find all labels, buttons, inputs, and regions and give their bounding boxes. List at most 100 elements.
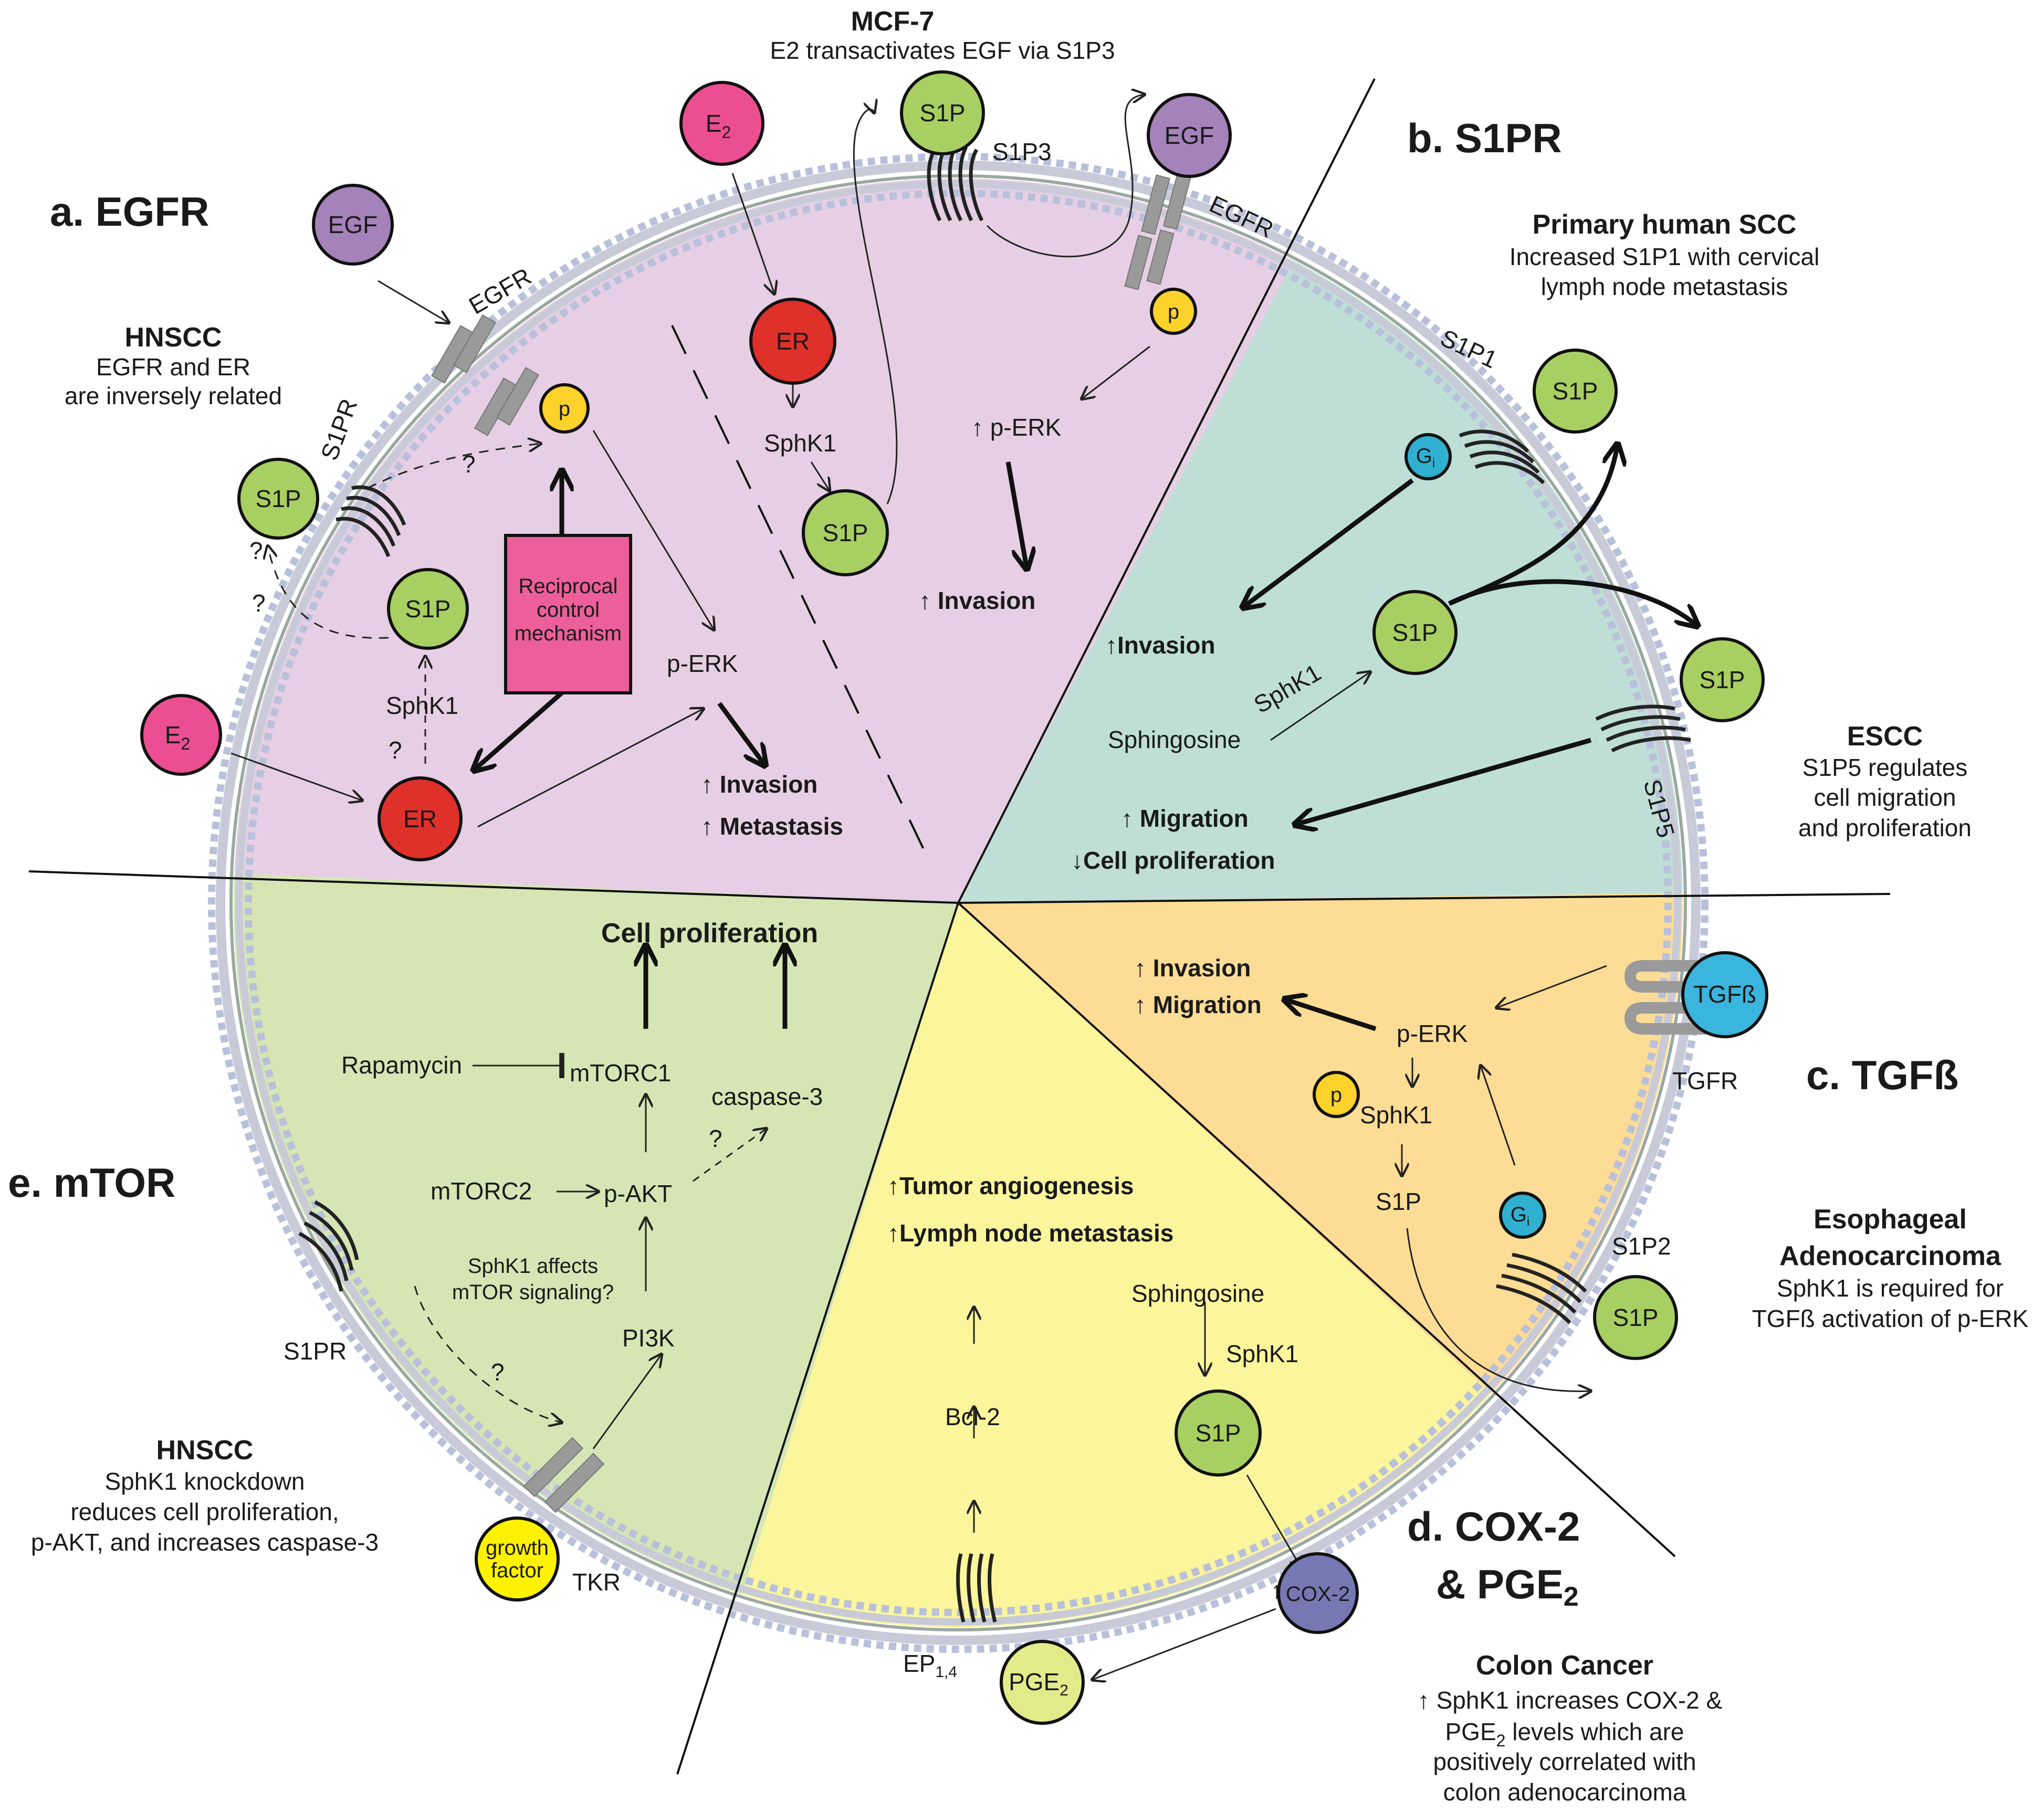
hnscc-e-line1: SphK1 knockdown (104, 1468, 305, 1495)
pge2-node (1000, 1640, 1085, 1725)
s1p-node-mcf7 (900, 70, 985, 155)
p-node-a (539, 383, 590, 434)
tgfr-receptor-top (1624, 960, 1706, 993)
pge2-label: PGE2 (1009, 1668, 1068, 1699)
perk-label-c: p-ERK (1397, 1020, 1468, 1047)
s1p-node-a1 (237, 458, 319, 540)
e2-node-mcf7 (679, 81, 764, 166)
sphk1-label-a: SphK1 (386, 692, 458, 719)
e2-label-mcf7: E2 (706, 110, 731, 142)
egf-node-a (312, 184, 394, 266)
p-node-mcf7 (1150, 288, 1197, 335)
mtorc1-label: mTORC1 (570, 1059, 671, 1087)
cox2-node (1277, 1552, 1359, 1634)
invasion-label-mcf7: ↑ Invasion (919, 587, 1035, 614)
tkr-label: TKR (572, 1568, 621, 1596)
migration-label-c: ↑ Migration (1134, 991, 1262, 1018)
reciprocal-label-1: Reciprocal (519, 575, 618, 598)
egf-label-a: EGF (328, 211, 378, 238)
sphingosine-label-b: Sphingosine (1108, 726, 1241, 753)
egf-label-mcf7: EGF (1165, 122, 1214, 149)
s1p-node-mcf7-2 (802, 489, 889, 576)
e2-label-a: E2 (165, 721, 190, 753)
question-e1: ? (709, 1125, 722, 1152)
s1p2-label: S1P2 (1612, 1232, 1671, 1260)
lymph-meta-label: ↑Lymph node metastasis (887, 1219, 1173, 1247)
s1p-label-mcf7: S1P (920, 99, 966, 127)
perk-label-mcf7: ↑ p-ERK (971, 414, 1062, 441)
sphk1-affects-2: mTOR signaling? (452, 1281, 614, 1304)
egf-node-mcf7 (1147, 93, 1232, 178)
tgfb-node (1681, 951, 1768, 1038)
cell-prolif-label-e: Cell proliferation (601, 918, 818, 949)
er-node-a (378, 776, 463, 861)
invasion-label-c: ↑ Invasion (1134, 954, 1251, 982)
reciprocal-label-3: mechanism (515, 622, 622, 645)
gi-label-c: Gi (1511, 1203, 1529, 1229)
er-label-a: ER (403, 805, 437, 833)
question-a4: ? (389, 736, 402, 764)
s1pr-label-e: S1PR (284, 1337, 347, 1365)
arrows (230, 94, 1696, 1680)
escc-line3: and proliferation (1798, 814, 1972, 841)
pakt-label: p-AKT (604, 1180, 672, 1207)
scc-line2: lymph node metastasis (1541, 273, 1788, 300)
escc-title: ESCC (1847, 721, 1923, 752)
colon-line4: colon adenocarcinoma (1443, 1778, 1686, 1806)
tumor-angio-label: ↑Tumor angiogenesis (887, 1172, 1134, 1199)
s1p-node-c (1593, 1275, 1678, 1360)
hnscc-a-line1: EGFR and ER (96, 353, 250, 381)
s1p-node-d (1175, 1389, 1262, 1477)
question-e2: ? (491, 1358, 505, 1386)
sphk1-label-c: SphK1 (1360, 1101, 1432, 1129)
s1p-label-a1: S1P (256, 485, 301, 512)
p-node-c (1313, 1071, 1360, 1118)
er-node-mcf7 (749, 298, 836, 385)
nodes (140, 70, 1768, 1725)
cox2-label: COX-2 (1286, 1583, 1350, 1606)
hnscc-a-line2: are inversely related (65, 382, 282, 409)
colon-line3: positively correlated with (1433, 1748, 1696, 1775)
heading-s1pr: b. S1PR (1407, 115, 1562, 161)
p-label-a: p (559, 397, 570, 420)
annotations: MCF-7 E2 transactivates EGF via S1P3 HNS… (31, 6, 2029, 1806)
er-label-mcf7: ER (776, 328, 810, 355)
s1p3-label: S1P3 (992, 138, 1052, 165)
migration-label-b: ↑ Migration (1121, 805, 1249, 832)
mcf7-title: MCF-7 (851, 6, 935, 37)
gi-label-b: Gi (1416, 445, 1435, 470)
cox2-up-arrow: ↑ (1271, 1576, 1283, 1604)
heading-tgfb: c. TGFß (1806, 1052, 1958, 1098)
reciprocal-control-box (504, 534, 632, 694)
s1p-node-b1 (1533, 349, 1618, 434)
sphingosine-label-d: Sphingosine (1131, 1280, 1264, 1307)
escc-line1: S1P5 regulates (1802, 754, 1968, 781)
e2-node-a (140, 694, 222, 776)
egfr-receptors (431, 169, 1193, 1513)
s1p-label-d: S1P (1196, 1419, 1241, 1447)
gi-node-b (1404, 433, 1452, 480)
pathway-labels: EGFR S1PR ? ? ? SphK1 ? p-ERK ↑ Invasion… (249, 138, 1738, 1681)
cell-membrane (208, 153, 1708, 1653)
hnscc-a-title: HNSCC (125, 322, 222, 353)
question-a1: ? (462, 450, 476, 478)
s1pr-label-a: S1PR (316, 395, 363, 464)
perk-label-a: p-ERK (667, 650, 738, 677)
s1p-label-mcf7-2: S1P (823, 519, 868, 546)
sphk1-label-mcf7: SphK1 (764, 429, 836, 457)
tgfr-label: TGFR (1672, 1067, 1738, 1094)
pi3k-label: PI3K (622, 1324, 675, 1352)
scc-line1: Increased S1P1 with cervical (1510, 243, 1820, 270)
s1p-node-b3 (1680, 637, 1765, 722)
dividers (28, 78, 1891, 1775)
scc-title: Primary human SCC (1533, 209, 1797, 240)
growth-label-2: factor (491, 1559, 543, 1582)
rapamycin-label: Rapamycin (341, 1051, 462, 1079)
bcl2-label: Bcl-2 (945, 1403, 1000, 1430)
s1p-label-c: S1P (1613, 1304, 1659, 1331)
colon-title: Colon Cancer (1476, 1650, 1653, 1681)
sphk1-label-d: SphK1 (1226, 1340, 1298, 1367)
esoph-title1: Esophageal (1814, 1204, 1967, 1235)
sphk1-affects-1: SphK1 affects (468, 1255, 598, 1278)
